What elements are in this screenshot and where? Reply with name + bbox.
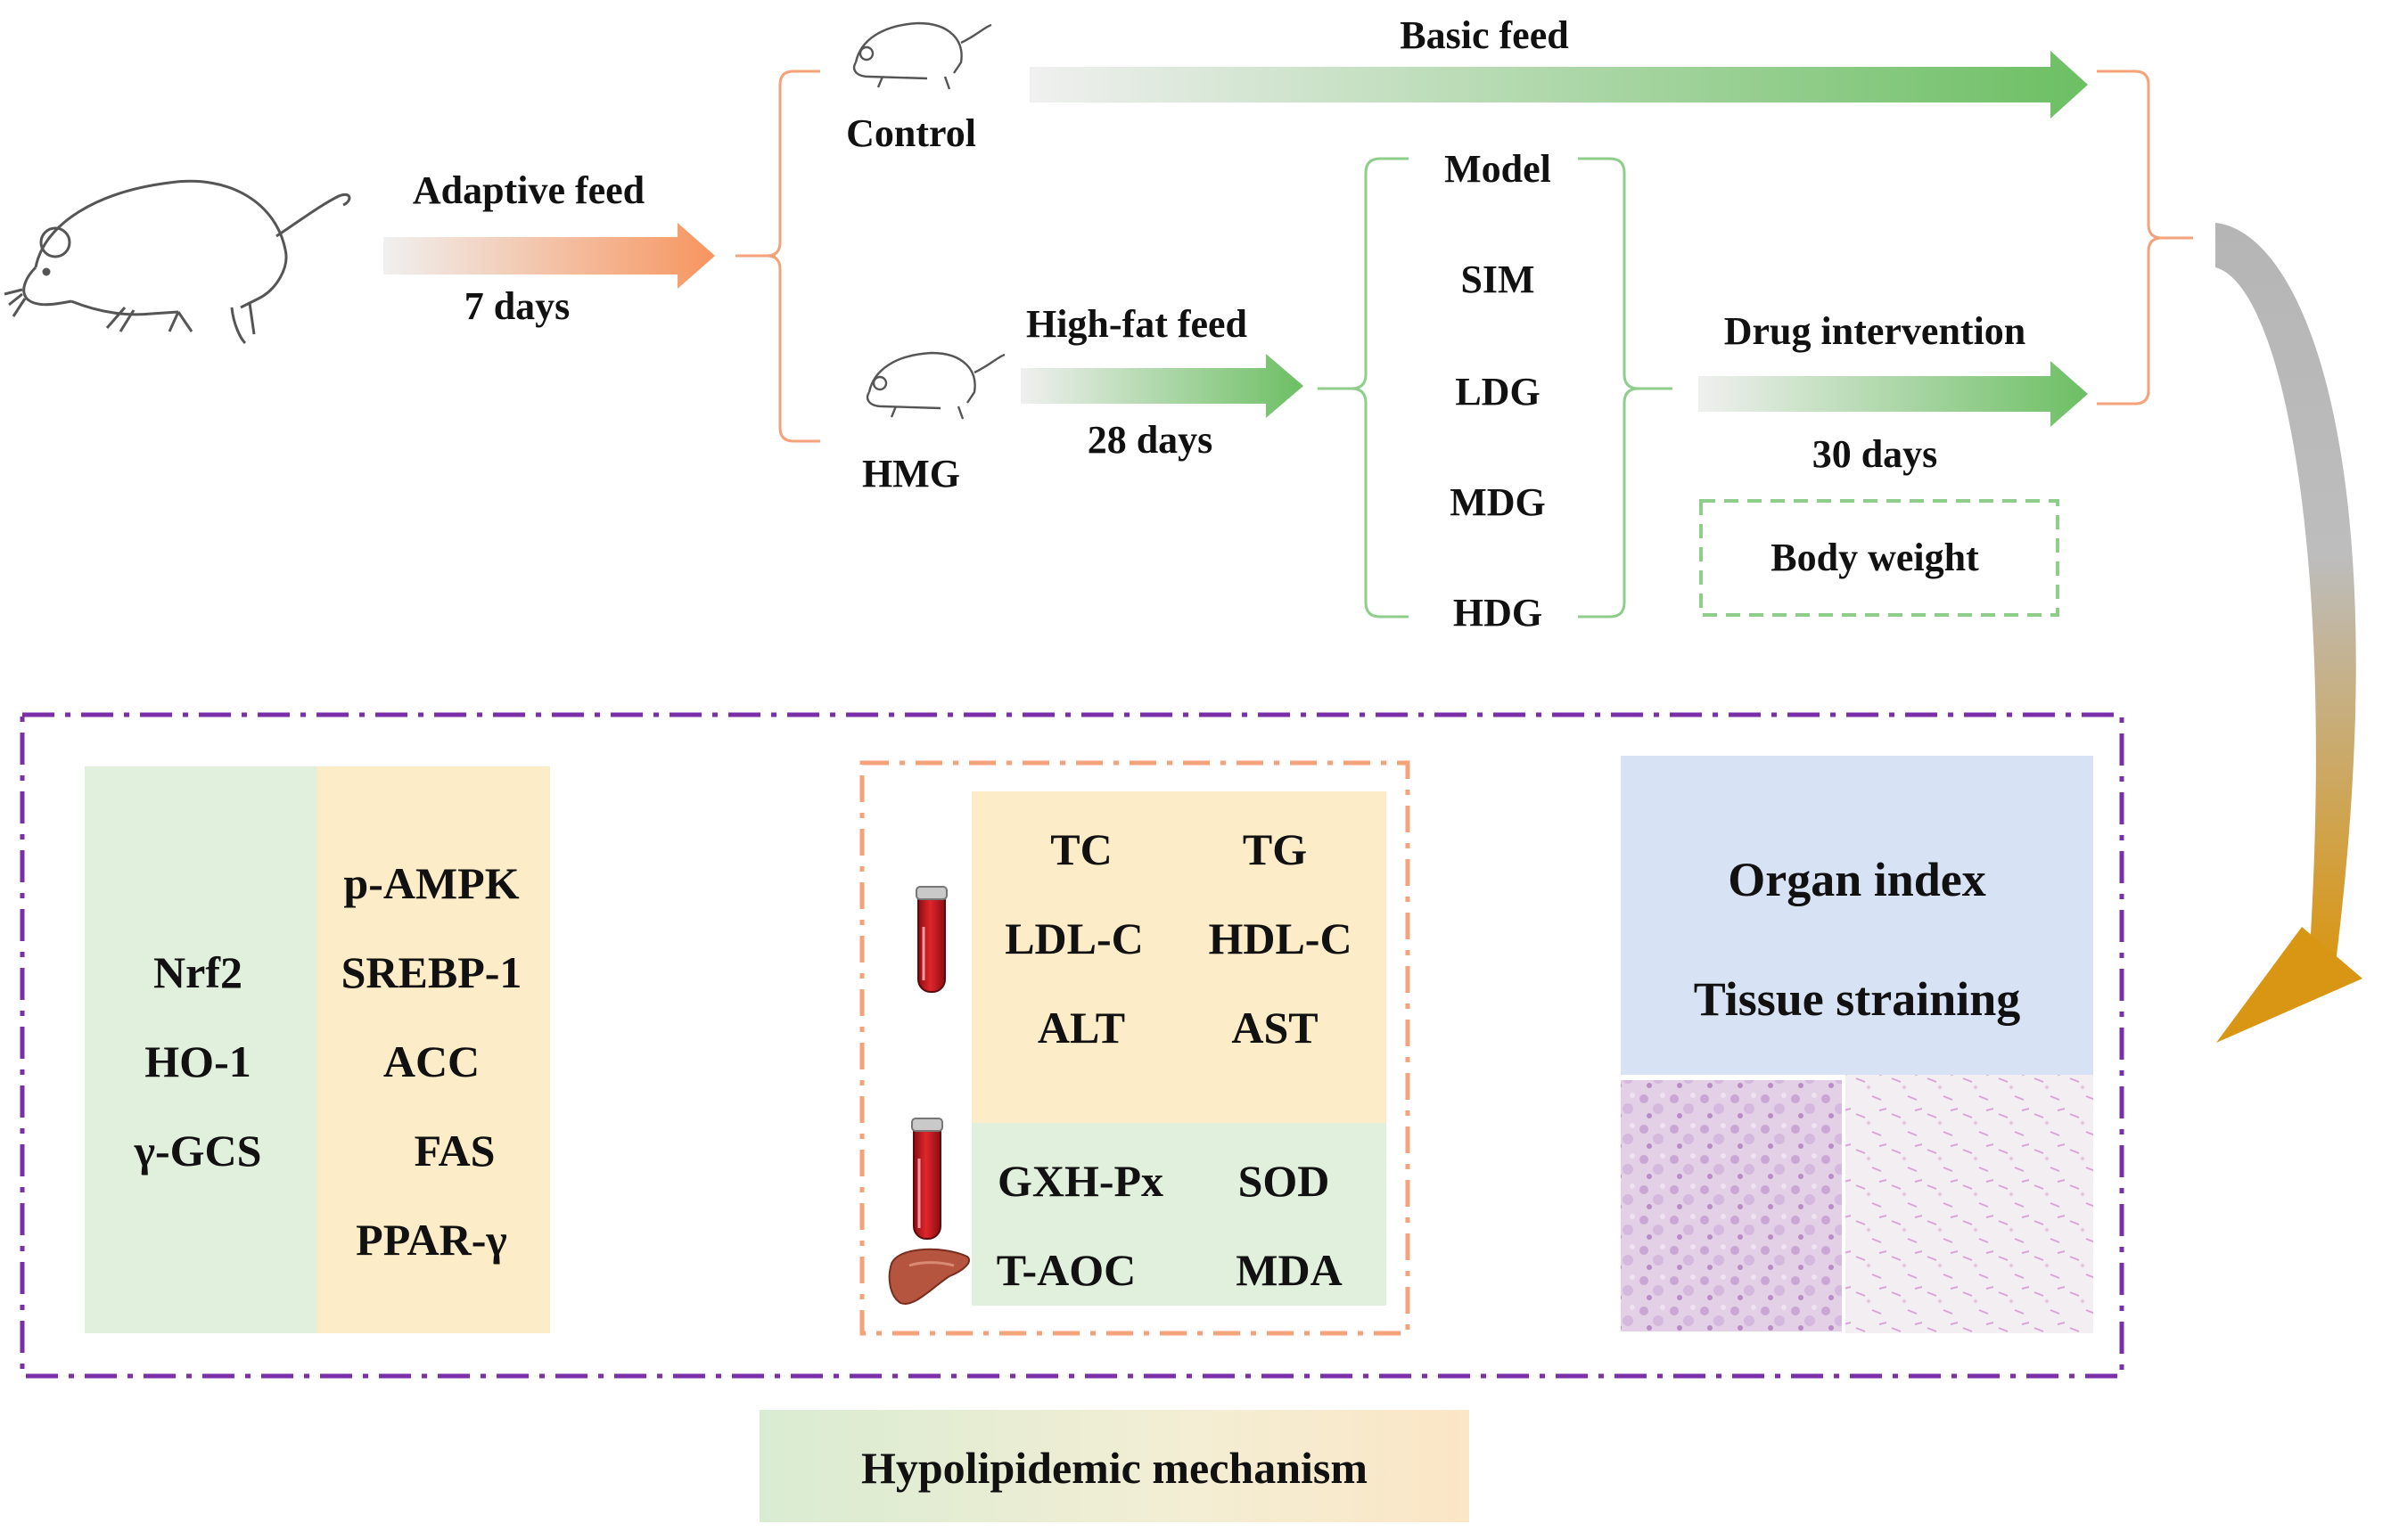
tissue-staining-label: Tissue straining [1693,972,2021,1026]
high-fat-feed-arrow [1021,354,1303,418]
high-fat-days-label: 28 days [1087,418,1213,462]
tissue-image-liver [1621,1080,1842,1331]
mechanism-title: Hypolipidemic mechanism [860,1443,1368,1493]
group-hdg: HDG [1452,591,1543,635]
group-ldg: LDG [1455,370,1540,414]
biochem-frame [859,760,1410,1336]
marker-fas: FAS [414,1126,496,1175]
marker-tg: TG [1242,824,1308,874]
organ-panel [1621,756,2093,1075]
serum-panel [972,791,1386,1123]
yellow-pathway-panel [316,766,550,1333]
green-pathway-panel [85,766,316,1333]
marker-mda: MDA [1236,1245,1343,1295]
hmg-label: HMG [862,452,960,496]
blood-tube-icon [911,1118,943,1240]
group-sim: SIM [1460,258,1535,301]
marker-nrf2: Nrf2 [153,947,242,997]
drug-intervention-label: Drug intervention [1723,309,2026,353]
marker-p-ampk: p-AMPK [343,858,520,908]
high-fat-feed-label: High-fat feed [1025,302,1248,346]
mechanism-frame [20,712,2124,1379]
mouse-icon [4,179,351,345]
body-weight-box [1699,499,2059,617]
mechanism-title-box [760,1410,1469,1522]
control-label: Control [846,111,976,155]
oxidative-panel [972,1123,1386,1306]
mouse-icon [866,351,1006,420]
group-model: Model [1444,147,1551,191]
group-mdg: MDG [1450,480,1546,524]
curved-arrow-head [2216,927,2362,1043]
mouse-icon [852,21,992,90]
marker-ldl-c: LDL-C [1005,913,1144,963]
split-bracket [735,70,820,443]
marker-t-aoc: T-AOC [996,1245,1137,1295]
marker-gamma-gcs: γ-GCS [134,1126,262,1175]
marker-tc: TC [1050,824,1113,874]
marker-ho1: HO-1 [144,1036,251,1086]
groups-right-brace [1578,157,1672,618]
drug-intervention-arrow [1698,361,2088,427]
marker-alt: ALT [1037,1003,1126,1053]
marker-acc: ACC [382,1036,481,1086]
merge-bracket [2097,70,2193,405]
marker-hdl-c: HDL-C [1208,913,1352,963]
body-weight-label: Body weight [1770,536,1979,579]
marker-ppar-gamma: PPAR-γ [356,1215,507,1265]
marker-ast: AST [1231,1003,1319,1053]
groups-left-brace [1318,157,1409,618]
marker-sod: SOD [1237,1156,1330,1206]
basic-feed-label: Basic feed [1400,13,1569,57]
curved-flow-arrow [2215,223,2356,962]
adaptive-feed-arrow [383,223,715,289]
liver-icon [888,1248,970,1305]
blood-tube-icon [916,886,948,993]
tissue-image-fat [1845,1075,2093,1333]
basic-feed-arrow [1030,51,2088,119]
drug-days-label: 30 days [1812,432,1938,476]
adaptive-feed-label: Adaptive feed [412,168,645,212]
organ-index-label: Organ index [1728,853,1986,906]
adaptive-days-label: 7 days [464,284,571,328]
marker-srebp1: SREBP-1 [341,947,522,997]
marker-gxh-px: GXH-Px [997,1156,1164,1206]
